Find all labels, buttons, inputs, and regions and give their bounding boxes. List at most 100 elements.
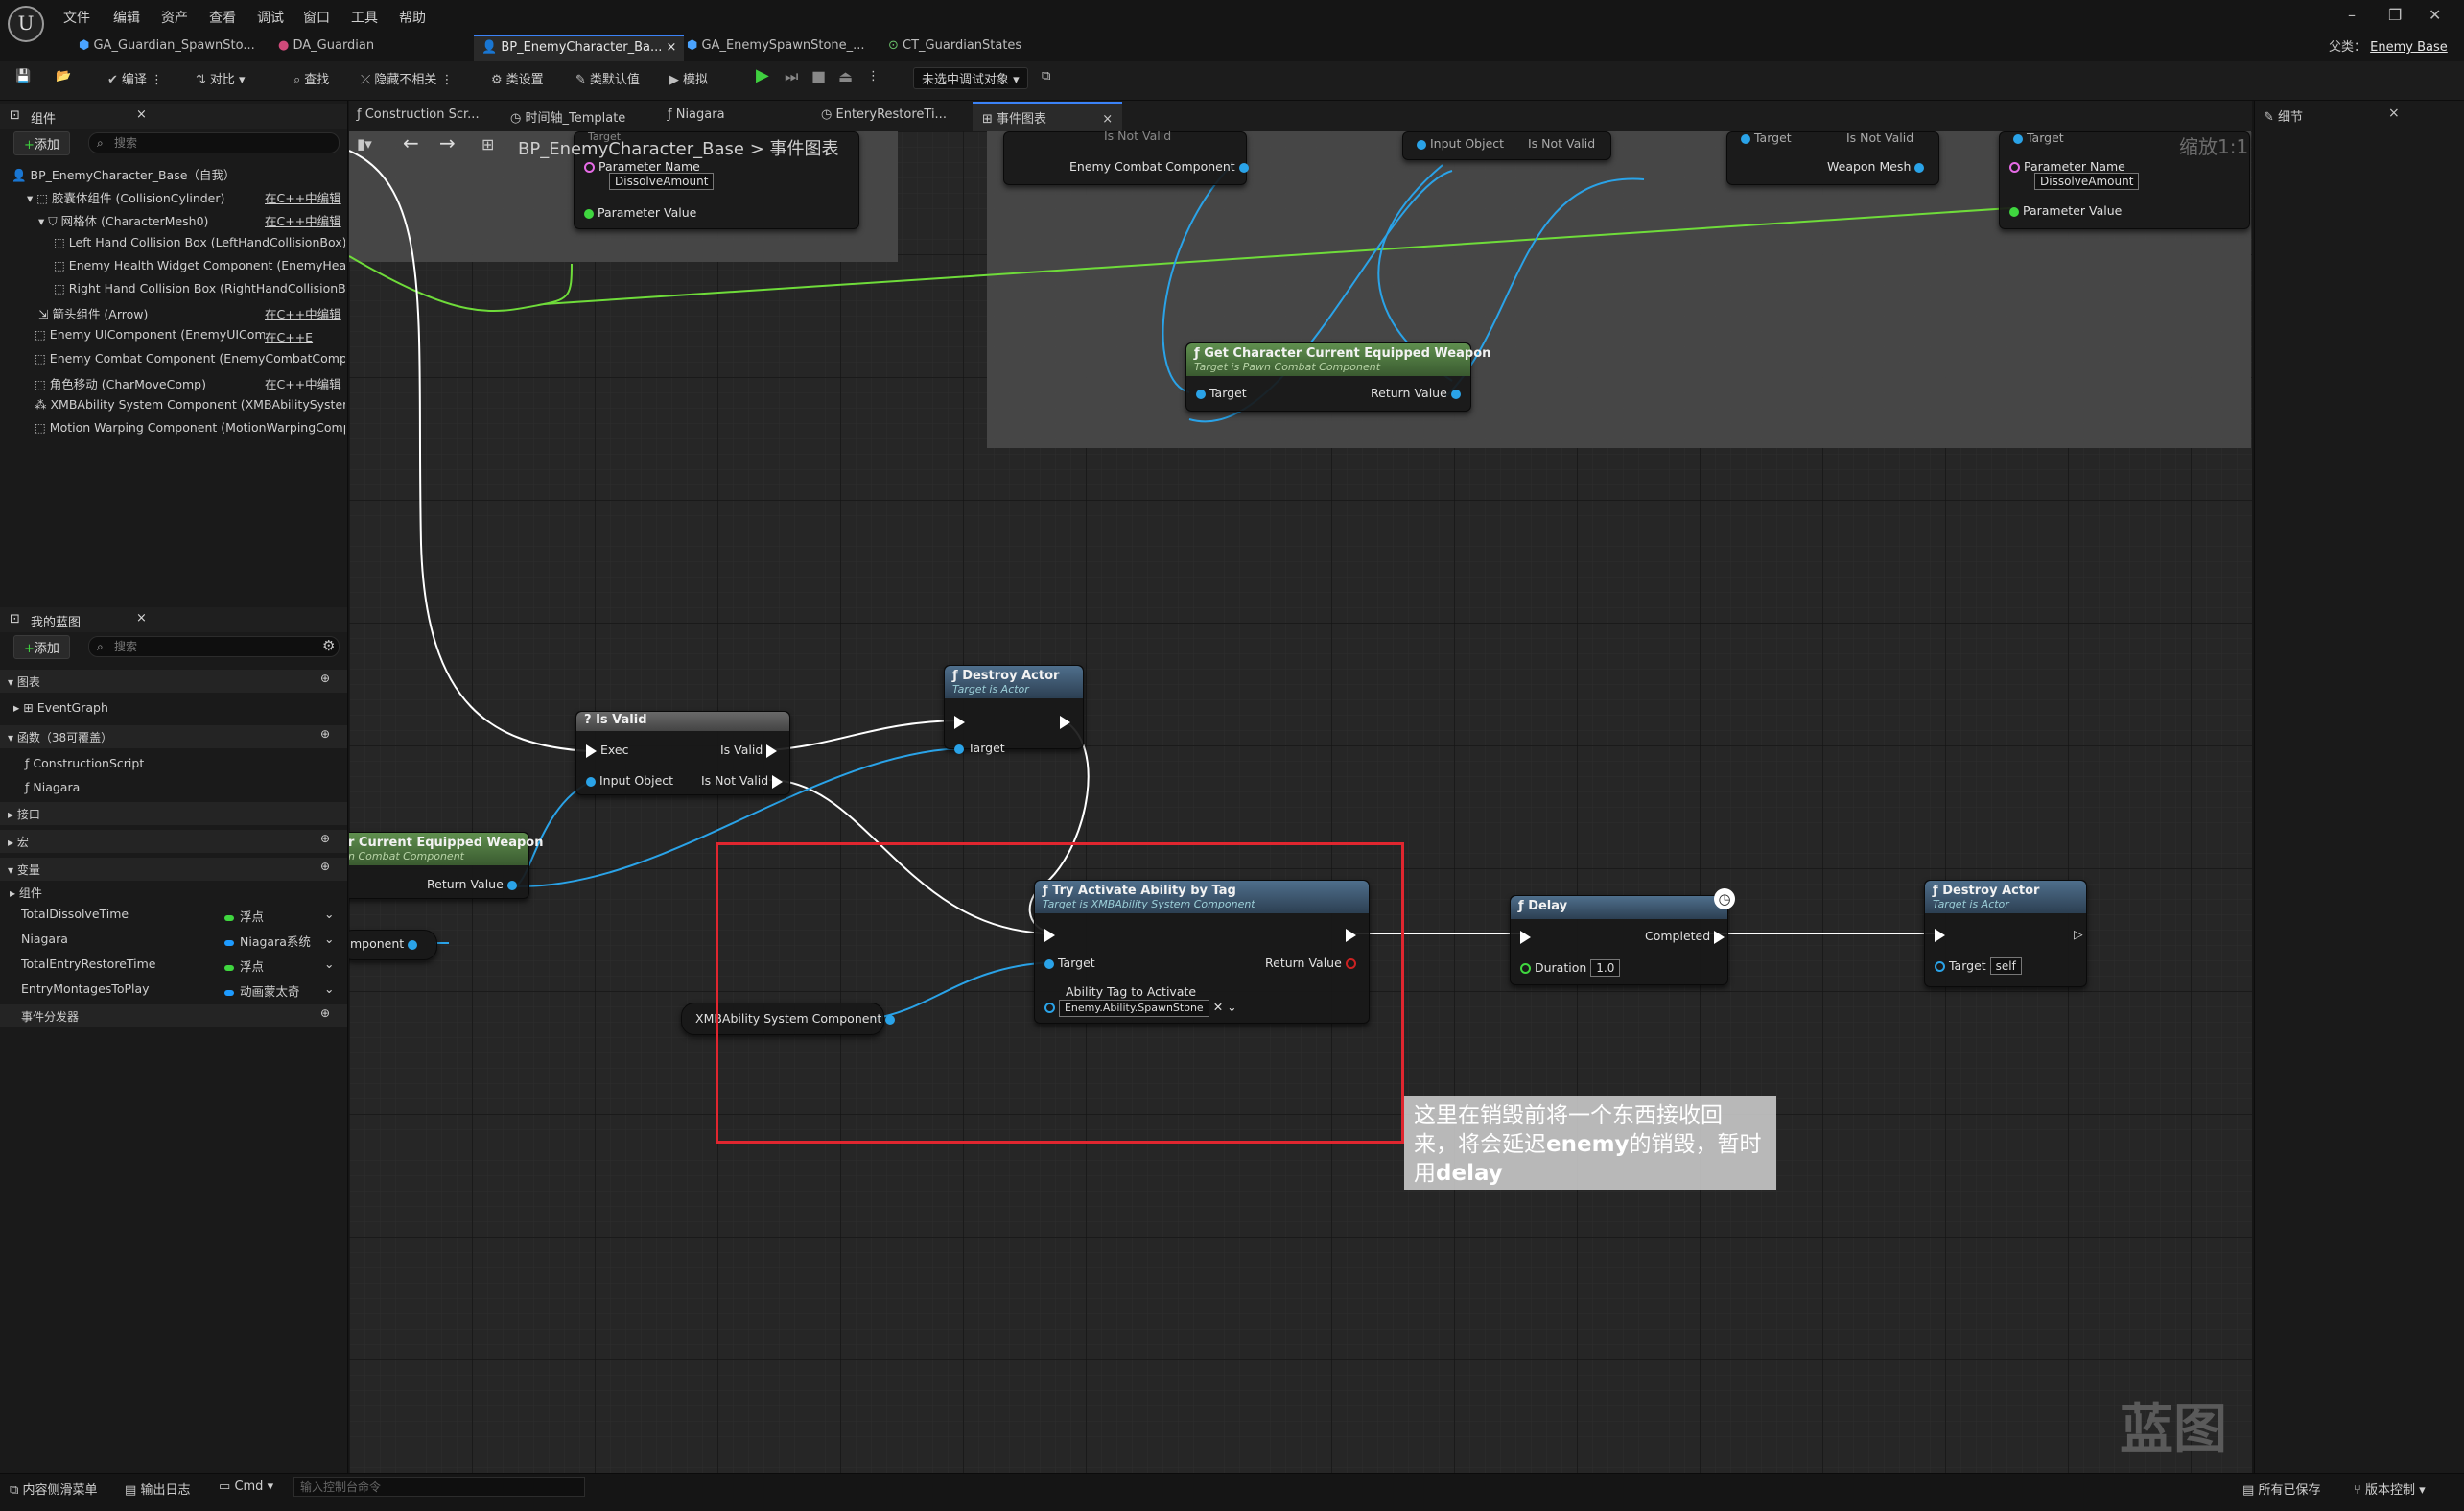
blueprint-search-input[interactable]: ⌕搜索 [88, 636, 340, 657]
chevron-down-icon[interactable]: ⌄ [1227, 1000, 1237, 1014]
debug-target-dropdown[interactable]: 未选中调试对象 ▾ [913, 67, 1028, 89]
is-valid-node-top[interactable]: Input Object Is Not Valid [1402, 131, 1611, 160]
tab-construction-script[interactable]: ƒ Construction Scr... [357, 107, 480, 122]
content-drawer-button[interactable]: ⧉ 内容侧滑菜单 [10, 1483, 98, 1498]
variable-type[interactable]: Niagara系统 [224, 932, 311, 950]
input-object-pin[interactable]: Input Object [586, 773, 673, 788]
edit-in-cpp-link[interactable]: 在C++中编辑 [265, 211, 341, 230]
menu-help[interactable]: 帮助 [399, 11, 426, 26]
exec-in-pin[interactable] [1520, 929, 1531, 944]
add-icon[interactable]: ⊕ [320, 860, 331, 873]
parameter-name-field[interactable]: DissolveAmount [609, 173, 715, 190]
add-icon[interactable]: ⊕ [320, 832, 331, 845]
section-functions[interactable]: ▾ 函数（38可覆盖）⊕ [0, 725, 347, 748]
menu-view[interactable]: 查看 [209, 11, 236, 26]
menu-file[interactable]: 文件 [63, 11, 90, 26]
function-item-constructionscript[interactable]: ƒ ConstructionScript [25, 756, 145, 770]
chevron-down-icon[interactable]: ⌄ [324, 907, 335, 921]
minimize-icon[interactable]: – [2348, 6, 2356, 24]
chevron-down-icon[interactable]: ⌄ [324, 956, 335, 971]
component-tree-item[interactable]: ⁂ XMBAbility System Component (XMBAbilit… [35, 397, 345, 412]
set-scalar-param-node-a[interactable]: Target Parameter Name DissolveAmount Par… [574, 131, 859, 229]
add-icon[interactable]: ⊕ [320, 1006, 331, 1020]
component-tree-item[interactable]: ⬚ Enemy UIComponent (EnemyUIComponent) [35, 327, 345, 342]
variable-group-components[interactable]: ▸ 组件 [10, 886, 42, 900]
component-tree-item[interactable]: ⬚ Enemy Combat Component (EnemyCombatCom… [35, 351, 345, 366]
blueprint-graph-canvas[interactable]: Target Parameter Name DissolveAmount Par… [349, 131, 2252, 1473]
parameter-value-pin[interactable]: Parameter Value [584, 205, 696, 220]
breadcrumb-blueprint[interactable]: BP_EnemyCharacter_Base [518, 139, 744, 159]
parameter-value-pin[interactable]: Parameter Value [2009, 203, 2122, 218]
tab-timeline-template[interactable]: ◷ 时间轴_Template [510, 111, 626, 126]
target-pin[interactable]: Target [2013, 131, 2064, 145]
tab-close-icon[interactable]: × [666, 40, 677, 55]
delay-node[interactable]: ƒ Delay ◷ Completed Duration 1.0 [1510, 888, 1735, 985]
exec-in-pin[interactable]: Exec [586, 743, 628, 758]
target-pin[interactable]: Target [1741, 131, 1792, 145]
section-event-dispatchers[interactable]: 事件分发器⊕ [0, 1004, 347, 1027]
weapon-mesh-node[interactable]: Target Is Not Valid Weapon Mesh [1726, 131, 1939, 185]
is-not-valid-pin[interactable]: Is Not Valid [701, 773, 784, 789]
exec-out-pin[interactable] [1060, 714, 1070, 729]
return-value-pin[interactable]: Return Value [1265, 956, 1356, 970]
xmb-component-pin[interactable]: XMBAbility System Component [695, 1011, 896, 1026]
edit-in-cpp-link[interactable]: 在C++中编辑 [265, 304, 341, 323]
completed-pin[interactable]: Completed [1645, 929, 1725, 944]
restore-icon[interactable]: ❐ [2388, 6, 2403, 24]
forward-arrow-icon[interactable]: → [439, 131, 456, 154]
variable-type[interactable]: 动画蒙太奇 [224, 981, 300, 1000]
compile-button[interactable]: ✔编译 ⋮ [107, 73, 164, 87]
component-tree-item[interactable]: ▾ ⬚ 胶囊体组件 (CollisionCylinder) [27, 188, 345, 206]
hide-unrelated-button[interactable]: ⤫隐藏不相关 ⋮ [361, 73, 454, 87]
add-icon[interactable]: ⊕ [320, 727, 331, 741]
set-scalar-param-node-b[interactable]: Target Parameter Name DissolveAmount Par… [1999, 131, 2250, 229]
exec-in-pin[interactable] [1935, 927, 1945, 942]
ability-tag-pin[interactable]: Enemy.Ability.SpawnStone ✕ ⌄ [1044, 1000, 1237, 1017]
exec-in-pin[interactable] [1044, 927, 1055, 942]
ability-tag-field[interactable]: Enemy.Ability.SpawnStone [1058, 1000, 1209, 1017]
target-pin[interactable]: Target [1196, 386, 1247, 400]
gear-icon[interactable]: ⚙ [322, 637, 336, 654]
panel-close-icon[interactable]: × [136, 611, 147, 626]
tab-bp-enemycharacter[interactable]: 👤 BP_EnemyCharacter_Ba... × [474, 35, 685, 65]
return-value-pin[interactable]: Return Value [1371, 386, 1461, 400]
component-tree-item[interactable]: 👤 BP_EnemyCharacter_Base（自我） [12, 165, 345, 183]
section-interfaces[interactable]: ▸ 接口 [0, 802, 347, 825]
component-pin[interactable]: mponent [350, 936, 418, 951]
add-icon[interactable]: ⊕ [320, 672, 331, 685]
class-settings-button[interactable]: ⚙类设置 [491, 73, 544, 87]
tab-ct-guardianstates[interactable]: ⊙ CT_GuardianStates [888, 38, 1022, 53]
stop-icon[interactable]: ■ [811, 67, 827, 85]
exec-out-pin[interactable] [1346, 927, 1356, 942]
is-valid-node[interactable]: ? Is Valid Exec Is Valid Input Object Is… [575, 711, 790, 795]
component-tree-item[interactable]: ⬚ 角色移动 (CharMoveComp) [35, 374, 345, 392]
parent-class-link[interactable]: Enemy Base [2370, 40, 2448, 55]
simulate-button[interactable]: ▶模拟 [669, 73, 709, 87]
edit-in-cpp-link[interactable]: 在C++中编辑 [265, 373, 341, 392]
component-tree-item[interactable]: ⬚ Enemy Health Widget Component (EnemyHe… [54, 258, 345, 272]
chevron-down-icon[interactable]: ⌄ [324, 981, 335, 996]
back-arrow-icon[interactable]: ← [403, 131, 419, 154]
enemy-combat-component-pin[interactable]: Enemy Combat Component [1069, 159, 1249, 174]
component-tree-item[interactable]: ▾ ⛉ 网格体 (CharacterMesh0) [38, 211, 345, 229]
diff-button[interactable]: ⇅对比 ▾ [196, 73, 246, 87]
tree-item-eventgraph[interactable]: ▸ ⊞ EventGraph [13, 700, 108, 715]
is-valid-pin[interactable]: Is Valid [720, 743, 778, 758]
section-macros[interactable]: ▸ 宏⊕ [0, 830, 347, 853]
eject-icon[interactable]: ⏏ [838, 67, 854, 85]
tab-da-guardian[interactable]: ● DA_Guardian [278, 38, 375, 53]
variable-type[interactable]: 浮点 [224, 956, 264, 975]
menu-debug[interactable]: 调试 [257, 11, 284, 26]
target-pin[interactable]: Target [954, 741, 1005, 755]
play-icon[interactable]: ▶ [756, 65, 769, 85]
component-tree-item[interactable]: ⬚ Motion Warping Component (MotionWarpin… [35, 420, 345, 435]
find-button[interactable]: ⌕查找 [293, 73, 330, 87]
class-defaults-button[interactable]: ✎类默认值 [575, 73, 640, 87]
exec-out-pin[interactable]: ▷ [2063, 927, 2083, 942]
tab-entery-restore[interactable]: ◷ EnteryRestoreTi... [821, 107, 947, 122]
